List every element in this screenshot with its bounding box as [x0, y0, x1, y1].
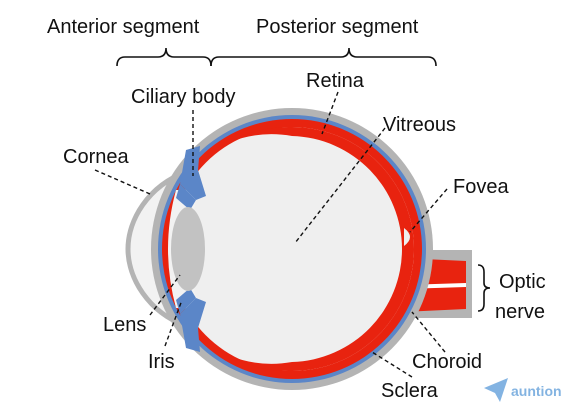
lens — [171, 207, 205, 291]
optic-nerve-brace — [477, 264, 491, 312]
lens-label: Lens — [103, 314, 146, 336]
iris-leader — [164, 299, 183, 347]
anterior-segment-brace — [116, 47, 212, 67]
posterior-segment-label: Posterior segment — [256, 16, 419, 38]
iris-upper — [176, 184, 196, 210]
cornea-leader — [94, 169, 151, 195]
optic-nerve-label-line2: nerve — [495, 301, 545, 323]
vitreous — [170, 127, 414, 371]
retina-label: Retina — [306, 70, 365, 92]
anterior-segment-label: Anterior segment — [47, 16, 200, 38]
sclera-label: Sclera — [381, 380, 439, 402]
sclera-leader — [371, 351, 413, 378]
iris-lower — [176, 288, 196, 314]
choroid-label: Choroid — [412, 351, 482, 373]
fovea-label: Fovea — [453, 176, 509, 198]
watermark: auntion — [484, 378, 562, 402]
fovea — [404, 228, 410, 246]
watermark-text: auntion — [511, 383, 562, 399]
lens-leader — [149, 274, 181, 316]
ciliary-body-lower — [180, 298, 206, 352]
choroid-leader — [411, 311, 446, 353]
fovea-leader — [409, 188, 448, 233]
paper-plane-icon — [484, 378, 508, 402]
retina-leader — [321, 91, 339, 135]
optic-nerve-label-line1: Optic — [499, 271, 546, 293]
posterior-segment-brace — [210, 47, 437, 67]
iris-label: Iris — [148, 351, 175, 373]
vitreous-label: Vitreous — [383, 114, 456, 136]
ciliary-body-label: Ciliary body — [131, 86, 235, 108]
vitreous-leader — [294, 127, 386, 244]
cornea-label: Cornea — [63, 146, 129, 168]
